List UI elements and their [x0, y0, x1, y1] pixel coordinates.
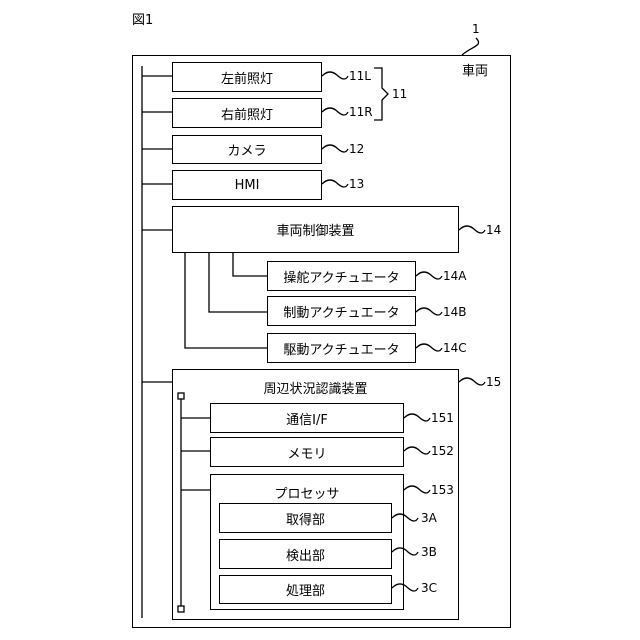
memory-block: メモリ [210, 437, 404, 467]
vehicle-label: 車両 [462, 60, 488, 79]
hmi-ref: 13 [349, 177, 364, 191]
memory-ref: 152 [431, 444, 454, 458]
comm-interface-ref: 151 [431, 411, 454, 425]
vehicle-ref: 1 [472, 22, 480, 36]
processing-unit-ref: 3C [421, 581, 437, 595]
recognition-device-ref: 15 [486, 375, 501, 389]
right-headlight-block: 右前照灯 [172, 98, 322, 128]
left-headlight-ref: 11L [349, 69, 371, 83]
braking-actuator-block: 制動アクチュエータ [267, 296, 416, 326]
vehicle-control-ref: 14 [486, 223, 501, 237]
left-headlight-block: 左前照灯 [172, 62, 322, 92]
acquisition-unit-block: 取得部 [219, 503, 392, 533]
steering-actuator-block: 操舵アクチュエータ [267, 261, 416, 291]
camera-ref: 12 [349, 142, 364, 156]
processing-unit-block: 処理部 [219, 575, 392, 604]
right-headlight-ref: 11R [349, 105, 373, 119]
processor-ref: 153 [431, 483, 454, 497]
braking-actuator-ref: 14B [443, 305, 467, 319]
acquisition-unit-ref: 3A [421, 511, 437, 525]
figure-label: 図1 [132, 9, 153, 28]
headlight-group-ref: 11 [392, 87, 407, 101]
detection-unit-block: 検出部 [219, 539, 392, 569]
driving-actuator-ref: 14C [443, 341, 467, 355]
steering-actuator-ref: 14A [443, 269, 466, 283]
driving-actuator-block: 駆動アクチュエータ [267, 333, 416, 363]
vehicle-control-block: 車両制御装置 [172, 206, 459, 253]
camera-block: カメラ [172, 135, 322, 164]
hmi-block: HMI [172, 170, 322, 200]
comm-interface-block: 通信I/F [210, 403, 404, 433]
detection-unit-ref: 3B [421, 545, 437, 559]
